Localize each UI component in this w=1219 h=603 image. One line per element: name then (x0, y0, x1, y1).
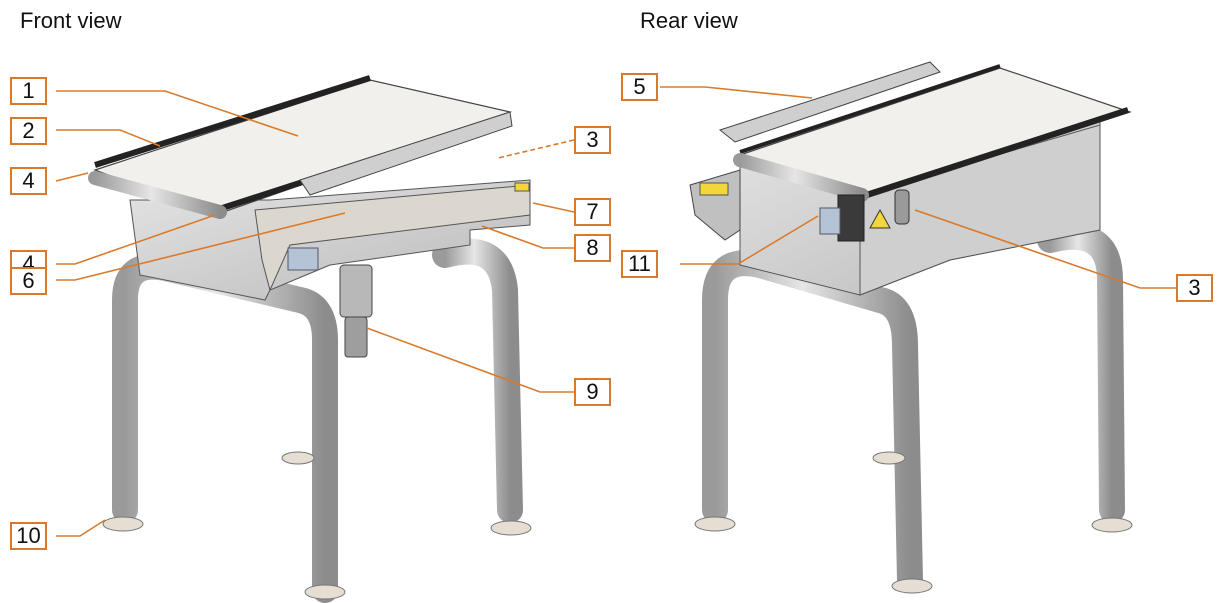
leader-3-rear (914, 209, 1176, 289)
callout-3-rear: 3 (1176, 274, 1213, 302)
leader-6 (56, 212, 346, 281)
callout-4-top: 4 (10, 167, 47, 195)
rear-view-title: Rear view (640, 8, 738, 33)
callout-6: 6 (10, 267, 47, 295)
leader-4-bottom (56, 214, 216, 265)
callout-8: 8 (574, 234, 611, 262)
front-view-title: Front view (20, 8, 122, 33)
callout-5: 5 (621, 73, 658, 101)
front-conveyor (88, 75, 532, 603)
callout-3-front: 3 (574, 126, 611, 154)
leader-2 (56, 129, 161, 147)
callout-10: 10 (10, 522, 47, 550)
front-legs (112, 238, 523, 603)
rear-conveyor (689, 61, 1133, 594)
leader-7 (532, 202, 575, 213)
callout-2: 2 (10, 117, 47, 145)
callout-7: 7 (574, 198, 611, 226)
callout-9: 9 (574, 378, 611, 406)
rear-legs (702, 223, 1125, 593)
leader-9 (366, 327, 574, 393)
rear-feet (694, 451, 1133, 594)
leader-lines (55, 86, 1176, 537)
leader-3-front (497, 139, 575, 159)
callout-11: 11 (621, 250, 658, 278)
leader-11 (680, 215, 819, 265)
leader-8 (481, 225, 574, 249)
leader-4-top (55, 172, 89, 182)
front-feet (102, 451, 532, 600)
callout-1: 1 (10, 77, 47, 105)
leader-1 (56, 90, 299, 137)
leader-10 (56, 519, 106, 537)
leader-5 (660, 86, 813, 99)
